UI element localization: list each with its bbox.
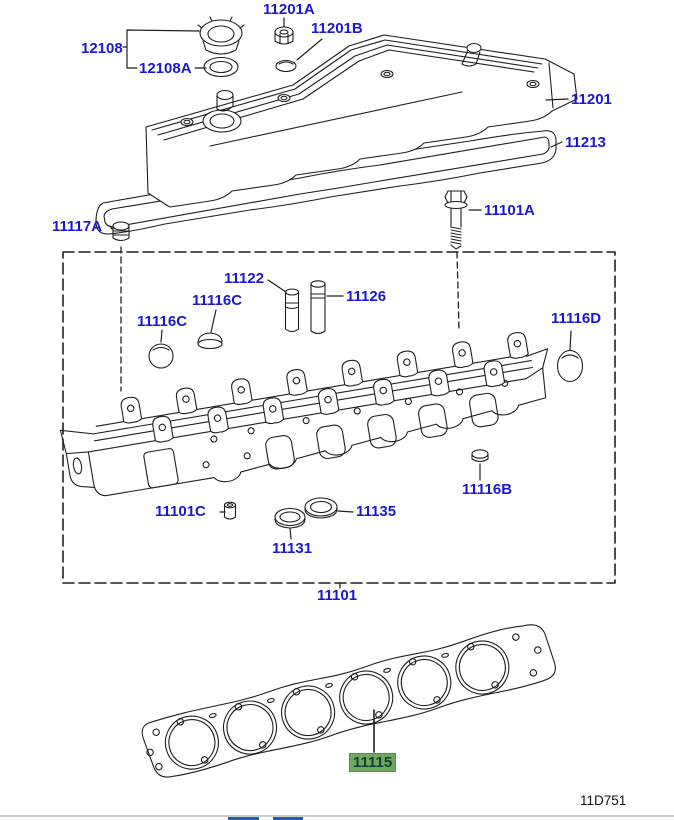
part-label-11101c[interactable]: 11101C (155, 503, 206, 520)
part-label-11131[interactable]: 11131 (272, 540, 313, 557)
part-label-11201[interactable]: 11201 (571, 91, 612, 108)
part-label-12108a[interactable]: 12108A (139, 60, 192, 77)
head-gasket-drawing (141, 624, 556, 778)
leader-lines (109, 17, 572, 753)
cap-and-seals-drawing (112, 16, 468, 250)
part-label-11101a[interactable]: 11101A (484, 202, 535, 219)
part-label-11213[interactable]: 11213 (565, 134, 606, 151)
valve-cover-drawing (145, 34, 578, 208)
part-label-11135[interactable]: 11135 (356, 503, 397, 520)
footer-button-fragment-right[interactable] (273, 817, 303, 820)
part-label-11116b[interactable]: 11116B (462, 481, 513, 498)
part-label-11122[interactable]: 11122 (224, 270, 265, 287)
plugs-and-guides-drawing (148, 280, 584, 529)
part-label-12108[interactable]: 12108 (81, 40, 123, 57)
footer-button-fragment-left[interactable] (228, 817, 259, 820)
part-label-11116d[interactable]: 11116D (551, 310, 602, 327)
part-label-11101[interactable]: 11101 (317, 587, 358, 604)
part-label-11126[interactable]: 11126 (346, 288, 387, 305)
drawing-code: 11D751 (580, 793, 627, 808)
part-label-11116c-upper[interactable]: 11116C (192, 292, 243, 309)
part-label-11117a[interactable]: 11117A (52, 218, 103, 235)
part-label-11115-highlighted[interactable]: 11115 (349, 753, 397, 772)
assembly-drop-lines (120, 246, 460, 392)
part-label-11201a[interactable]: 11201A (263, 1, 315, 18)
assembly-boundary-box (62, 251, 616, 584)
part-label-11116c-lower[interactable]: 11116C (137, 313, 188, 330)
part-label-11201b[interactable]: 11201B (311, 20, 363, 37)
footer-divider (0, 815, 674, 817)
cylinder-head-drawing (59, 330, 549, 497)
